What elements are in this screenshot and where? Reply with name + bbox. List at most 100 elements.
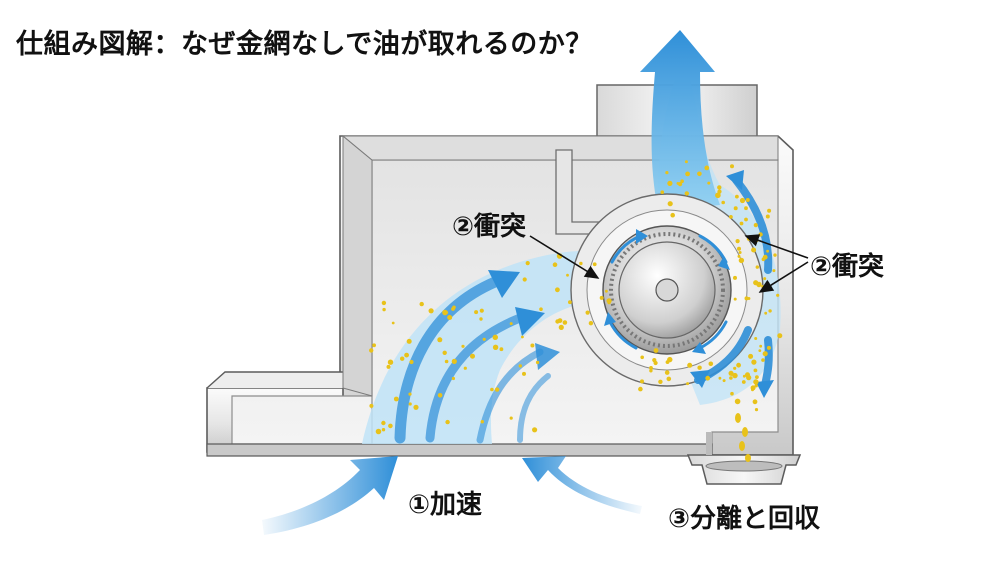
label-leader-lines (529, 234, 809, 293)
oil-droplet-icon (585, 310, 590, 315)
oil-droplet-icon (773, 253, 777, 257)
oil-droplet-icon (697, 365, 702, 370)
oil-droplet-icon (766, 249, 769, 253)
oil-droplet-icon (419, 301, 424, 307)
oil-droplet-icon (736, 362, 741, 368)
oil-droplet-icon (761, 358, 765, 362)
oil-droplet-icon (744, 217, 748, 222)
oil-droplet-icon (767, 208, 772, 213)
oil-droplet-icon (715, 192, 721, 199)
oil-droplet-icon (754, 384, 758, 388)
oil-droplet-icon (752, 399, 758, 405)
oil-droplet-icon (372, 343, 376, 348)
oil-droplet-icon (562, 320, 568, 325)
oil-droplet-icon (734, 398, 741, 405)
oil-droplet-icon (742, 427, 748, 437)
airflow-arrow-heads (488, 270, 560, 370)
oil-droplet-icon (721, 200, 725, 205)
oil-droplet-icon (375, 428, 382, 435)
oil-droplet-icon (667, 180, 673, 186)
oil-droplet-icon (745, 372, 750, 378)
oil-droplet-icon (369, 348, 374, 353)
oil-droplet-icon (667, 201, 673, 207)
oil-droplet-icon (539, 307, 543, 312)
oil-droplet-icon (739, 221, 744, 226)
oil-droplet-icon (680, 179, 684, 183)
oil-droplet-icon (518, 364, 522, 368)
oil-droplet-icon (599, 295, 604, 300)
oil-droplet-icon (490, 387, 494, 392)
oil-droplet-icon (686, 382, 690, 386)
oil-droplet-icon (605, 289, 608, 293)
oil-droplet-icon (479, 308, 484, 313)
oil-droplet-icon (393, 396, 399, 402)
oil-droplet-icon (758, 232, 763, 237)
oil-droplet-icon (742, 374, 746, 378)
oil-droplet-icon (444, 359, 449, 364)
oil-droplet-icon (759, 344, 763, 348)
oil-droplet-icon (474, 310, 479, 315)
oil-droplet-icon (660, 190, 665, 194)
oil-droplet-icon (718, 376, 722, 380)
oil-droplet-icon (745, 454, 751, 462)
exhaust-airflow-arrow-icon (640, 30, 720, 210)
label-collision-left: ②衝突 (452, 212, 527, 242)
oil-droplet-icon (437, 337, 443, 343)
oil-droplet-icon (707, 181, 711, 185)
oil-droplet-icon (754, 337, 758, 340)
oil-droplet-icon (442, 350, 447, 355)
oil-droplet-icon (566, 273, 569, 277)
oil-droplet-icon (735, 239, 740, 244)
oil-droplet-icon (751, 247, 757, 253)
oil-droplet-icon (381, 428, 386, 432)
oil-droplet-icon (664, 370, 670, 375)
oil-droplet-icon (697, 171, 702, 177)
oil-droplet-icon (451, 358, 457, 364)
oil-droplet-icon (404, 352, 409, 358)
oil-droplet-icon (638, 386, 643, 392)
oil-droplet-icon (737, 254, 741, 258)
oil-droplet-icon (509, 416, 513, 420)
oil-droplet-icon (588, 321, 594, 326)
oil-droplet-icon (509, 322, 513, 326)
oil-droplet-icon (391, 321, 395, 325)
oil-droplet-icon (555, 319, 560, 324)
oil-droplet-icon (451, 376, 455, 381)
oil-droplet-icon (640, 379, 644, 384)
oil-droplet-icon (776, 293, 780, 297)
oil-droplet-icon (705, 375, 711, 381)
oil-droplet-icon (755, 375, 759, 379)
oil-droplet-icon (733, 206, 738, 211)
oil-droplet-icon (708, 361, 714, 367)
oil-droplet-icon (494, 387, 500, 392)
oil-droplet-icon (409, 359, 414, 365)
oil-droplet-icon (447, 315, 453, 320)
oil-droplet-icon (499, 347, 504, 352)
oil-droplet-icon (763, 277, 767, 281)
oil-droplet-icon (766, 345, 771, 350)
oil-droplet-icon (437, 393, 443, 398)
oil-droplet-icon (772, 269, 776, 273)
oil-droplet-icon (735, 194, 739, 199)
oil-droplet-icon (535, 360, 540, 365)
oil-droplet-icon (492, 334, 498, 340)
oil-droplet-icon (751, 388, 754, 392)
oil-droplet-icon (729, 376, 733, 380)
fan-rotor-icon (602, 225, 732, 355)
oil-droplet-icon (735, 413, 741, 423)
oil-droplet-icon (558, 324, 564, 330)
oil-droplet-icon (684, 160, 688, 164)
oil-droplet-icon (717, 185, 722, 190)
oil-droplet-icon (670, 212, 675, 218)
oil-droplet-icon (733, 297, 737, 301)
oil-droplet-icon (753, 368, 758, 373)
oil-droplet-icon (764, 311, 768, 315)
oil-droplet-icon (754, 408, 759, 412)
oil-droplet-icon (738, 257, 745, 264)
oil-droplet-icon (522, 277, 527, 282)
oil-droplet-icon (530, 343, 535, 348)
airflow-arrow-icon (535, 343, 560, 370)
oil-droplet-icon (568, 300, 572, 305)
